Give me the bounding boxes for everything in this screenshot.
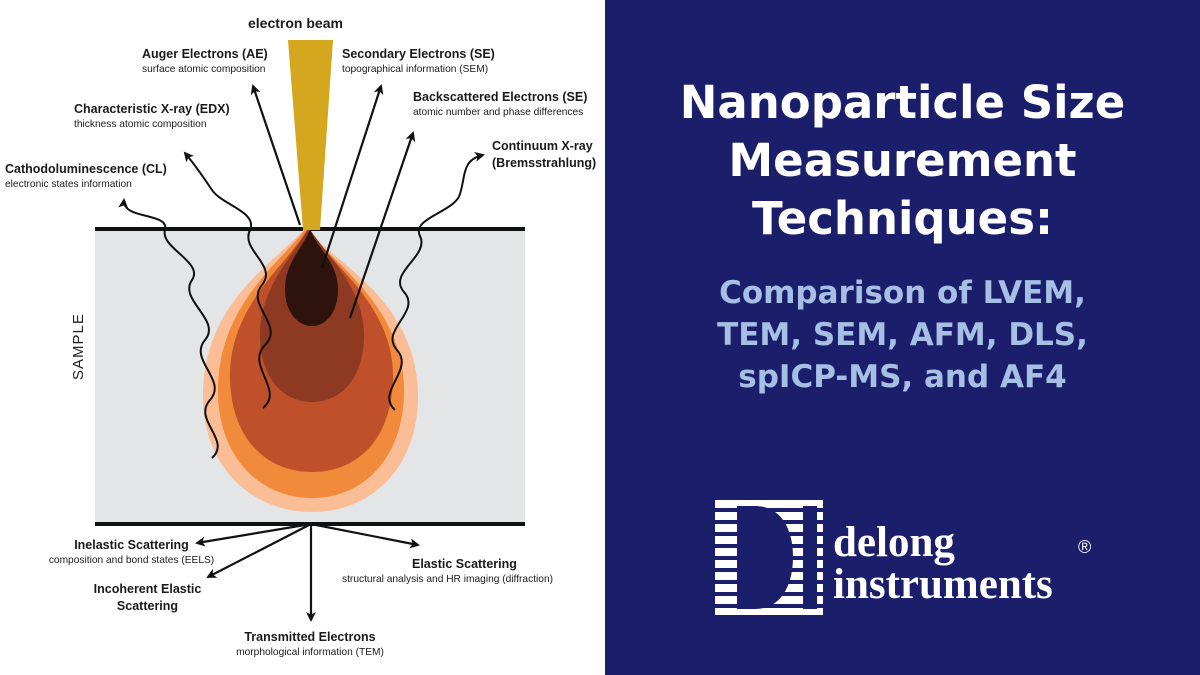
sample-label: SAMPLE xyxy=(70,313,87,380)
secondary-subtitle: topographical information (SEM) xyxy=(342,64,489,76)
banner-subtitle: Comparison of LVEM, TEM, SEM, AFM, DLS, … xyxy=(605,272,1200,398)
xray-wave-arrow xyxy=(183,151,272,409)
xray-label: Characteristic X-ray (EDX) thickness ato… xyxy=(74,102,230,131)
continuum-title: Continuum X-ray xyxy=(492,139,593,153)
backscattered-arrow xyxy=(348,131,416,319)
secondary-title: Secondary Electrons (SE) xyxy=(342,47,495,61)
elastic-arrow xyxy=(310,522,420,549)
electron-beam xyxy=(288,40,333,230)
banner-title-line: Techniques: xyxy=(752,192,1053,245)
continuum-wave-arrow xyxy=(388,151,485,411)
transmitted-subtitle: morphological information (TEM) xyxy=(236,647,384,659)
incoherent-label: Incoherent Elastic Scattering xyxy=(75,582,220,614)
diagram-svg xyxy=(95,40,525,622)
backscattered-label: Backscattered Electrons (SE) atomic numb… xyxy=(413,90,587,119)
incoherent-subtitle: Scattering xyxy=(116,599,179,614)
auger-title: Auger Electrons (AE) xyxy=(142,47,268,61)
secondary-arrow xyxy=(320,84,384,269)
transmitted-label: Transmitted Electrons morphological info… xyxy=(210,630,410,659)
banner-subtitle-line: spICP-MS, and AF4 xyxy=(738,359,1067,395)
cathodo-title: Cathodoluminescence (CL) xyxy=(5,162,167,176)
logo-line-2: instruments xyxy=(833,561,1053,608)
incoherent-title: Incoherent Elastic xyxy=(93,582,202,596)
inelastic-subtitle: composition and bond states (EELS) xyxy=(48,555,215,567)
secondary-label: Secondary Electrons (SE) topographical i… xyxy=(342,47,495,76)
electron-beam-label: electron beam xyxy=(248,15,343,31)
transmitted-title: Transmitted Electrons xyxy=(244,630,376,644)
banner-subtitle-line: TEM, SEM, AFM, DLS, xyxy=(717,317,1088,353)
continuum-subtitle: (Bremsstrahlung) xyxy=(492,156,597,171)
xray-subtitle: thickness atomic composition xyxy=(74,119,207,131)
auger-label: Auger Electrons (AE) surface atomic comp… xyxy=(142,47,268,76)
logo-i-cutout xyxy=(803,506,817,609)
backscattered-title: Backscattered Electrons (SE) xyxy=(413,90,588,104)
banner-title-line: Measurement xyxy=(728,134,1077,187)
logo-d-cutout xyxy=(737,506,793,609)
elastic-label: Elastic Scattering structural analysis a… xyxy=(342,557,553,586)
backscattered-subtitle: atomic number and phase differences xyxy=(413,107,584,119)
banner-title-line: Nanoparticle Size xyxy=(679,76,1126,129)
logo-line-1: delong xyxy=(833,519,955,566)
auger-arrow xyxy=(250,84,302,226)
title-banner: Nanoparticle Size Measurement Techniques… xyxy=(605,0,1200,675)
volume-layer-center xyxy=(285,229,338,326)
auger-subtitle: surface atomic composition xyxy=(142,64,266,76)
cathodo-label: Cathodoluminescence (CL) electronic stat… xyxy=(5,162,167,191)
inelastic-title: Inelastic Scattering xyxy=(74,538,189,552)
banner-subtitle-line: Comparison of LVEM, xyxy=(719,275,1086,311)
elastic-subtitle: structural analysis and HR imaging (diff… xyxy=(342,574,554,586)
cathodo-wave-arrow xyxy=(118,198,219,459)
cathodo-subtitle: electronic states information xyxy=(5,179,132,191)
registered-mark: ® xyxy=(1078,537,1092,557)
delong-logo-mark xyxy=(715,500,823,615)
incoherent-arrow xyxy=(206,523,312,578)
elastic-title: Elastic Scattering xyxy=(412,557,517,571)
inelastic-label: Inelastic Scattering composition and bon… xyxy=(44,538,219,567)
xray-title: Characteristic X-ray (EDX) xyxy=(74,102,230,116)
interaction-volume-diagram: electron beam SAMPLE Auger Electrons (AE… xyxy=(5,15,597,659)
banner-title: Nanoparticle Size Measurement Techniques… xyxy=(605,74,1200,248)
delong-logo-wordmark: delong instruments xyxy=(833,519,1053,608)
inelastic-arrow xyxy=(195,522,312,547)
continuum-label: Continuum X-ray (Bremsstrahlung) xyxy=(492,139,596,171)
